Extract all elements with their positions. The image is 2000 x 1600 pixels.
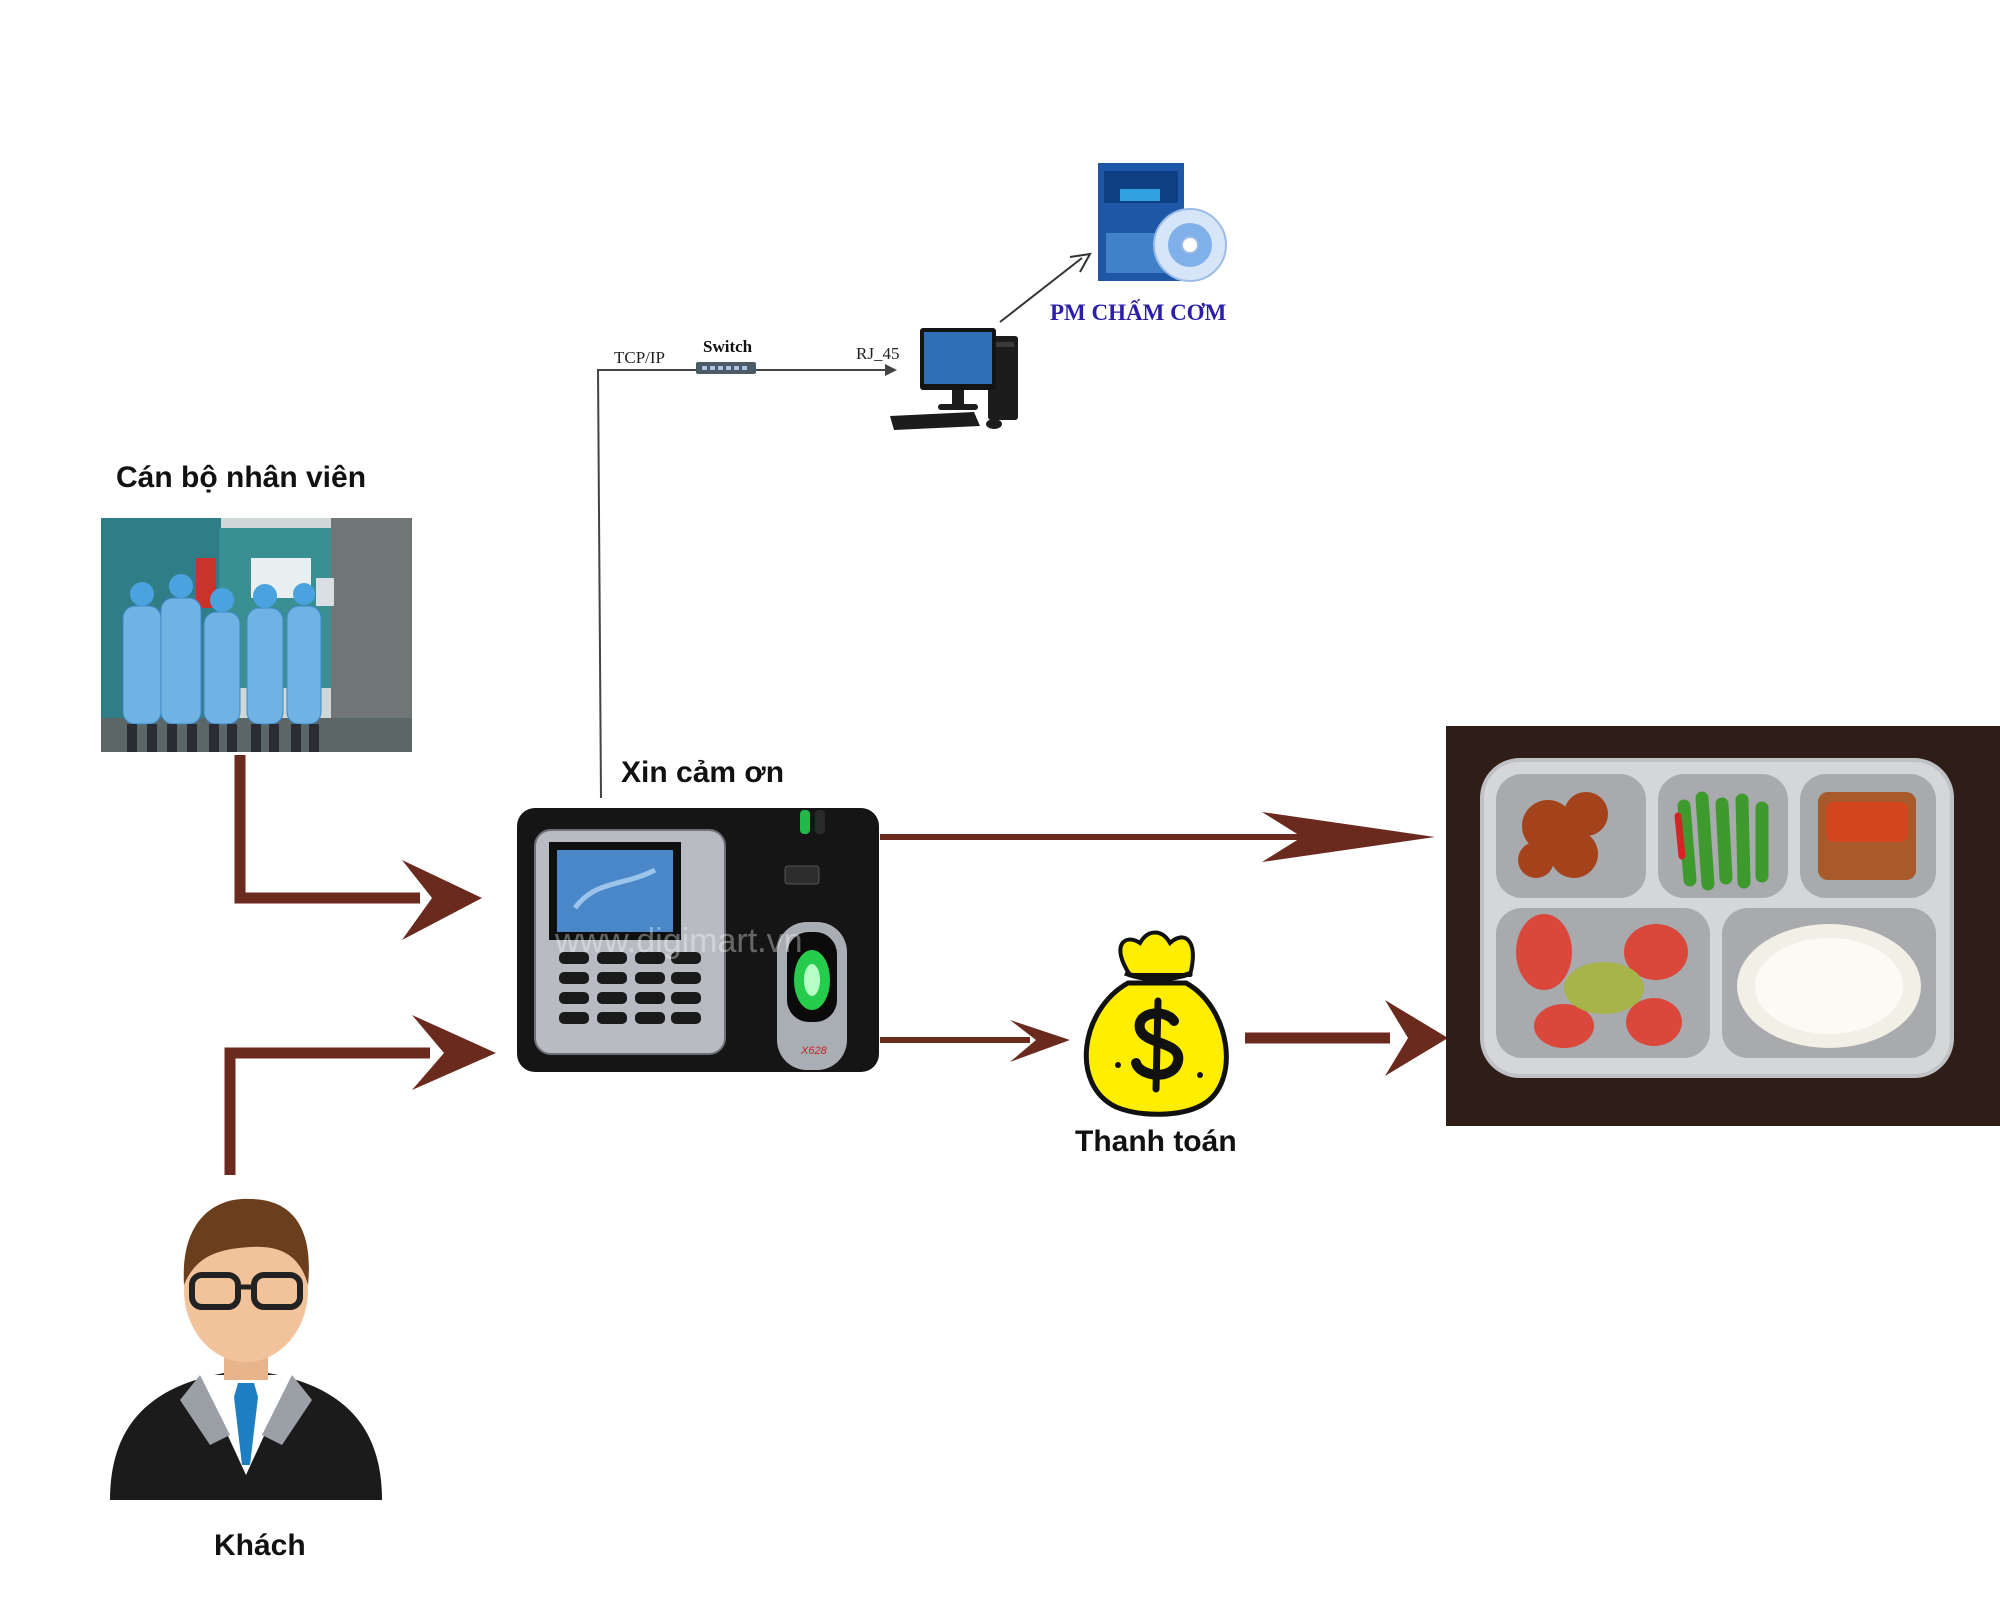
staff-label: Cán bộ nhân viên (116, 461, 367, 494)
staff-to-device-line (234, 755, 420, 904)
payment-label: Thanh toán (1075, 1125, 1237, 1158)
software-box-icon (1098, 163, 1227, 282)
computer-to-software-arrowhead (1069, 252, 1092, 273)
network-cable-line (596, 369, 700, 799)
rj45-arrowhead (885, 364, 897, 376)
watermark-text: www.digimart.vn (554, 922, 803, 960)
device-model-text: X628 (800, 1045, 828, 1057)
guest-to-device-line (224, 1047, 430, 1175)
rj45-label: RJ_45 (856, 344, 900, 363)
desktop-computer-icon (890, 328, 1018, 430)
staff-to-device-arrowhead (402, 860, 482, 940)
guest-to-device-arrowhead (412, 1015, 496, 1090)
software-label: PM CHẤM CƠM (1050, 300, 1227, 325)
businessman-icon (110, 1198, 382, 1500)
money-bag-icon (1083, 930, 1229, 1117)
device-label: Xin cảm ơn (621, 756, 785, 789)
computer-to-software-line (999, 257, 1083, 323)
network-switch-icon (696, 362, 756, 374)
fingerprint-terminal-icon: X628 www.digimart.vn (517, 808, 879, 1072)
staff-photo (101, 518, 412, 752)
switch-label: Switch (703, 337, 753, 356)
meal-tray-photo (1446, 726, 2000, 1126)
tcpip-label: TCP/IP (614, 348, 666, 367)
device-to-payment-arrowhead (1010, 1020, 1070, 1062)
guest-label: Khách (214, 1529, 306, 1562)
device-to-meal-arrowhead (1262, 812, 1435, 862)
payment-to-meal-arrowhead (1385, 1000, 1448, 1076)
